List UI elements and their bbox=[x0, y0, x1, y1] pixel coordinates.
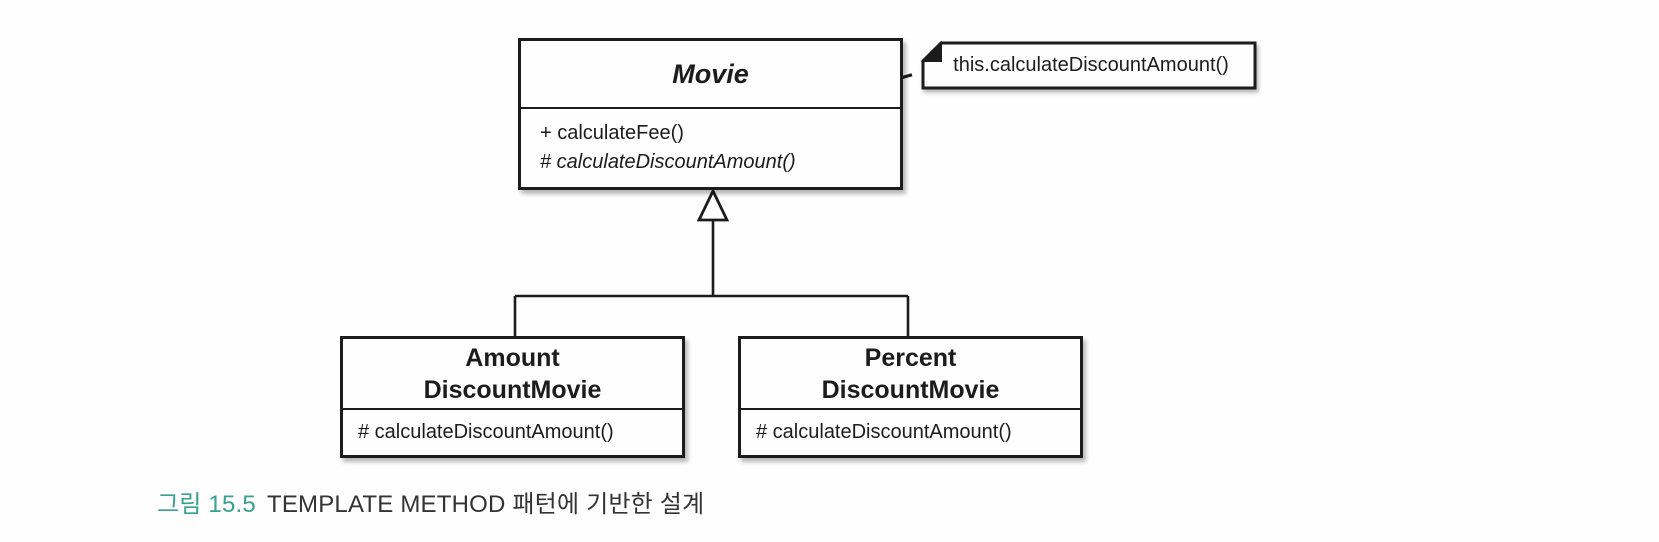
figure-caption: 그림 15.5 TEMPLATE METHOD 패턴에 기반한 설계 bbox=[157, 484, 704, 519]
percent-class-name: Percent DiscountMovie bbox=[741, 339, 1080, 410]
percent-class-name-line1: Percent bbox=[864, 343, 957, 372]
percent-class-method: # calculateDiscountAmount() bbox=[756, 421, 1012, 443]
movie-class-methods: + calculateFee() # calculateDiscountAmou… bbox=[521, 109, 900, 177]
generalization-triangle-icon bbox=[696, 187, 730, 222]
amount-class-name-line2: DiscountMovie bbox=[423, 375, 602, 404]
note-text: this.calculateDiscountAmount() bbox=[953, 53, 1229, 76]
inheritance-connector-lines bbox=[513, 220, 910, 336]
class-box-percent-discount-movie: Percent DiscountMovie # calculateDiscoun… bbox=[738, 336, 1083, 458]
movie-class-name: Movie bbox=[521, 41, 900, 109]
amount-class-name: Amount DiscountMovie bbox=[343, 339, 682, 410]
figure-caption-text: TEMPLATE METHOD 패턴에 기반한 설계 bbox=[266, 491, 705, 518]
class-box-movie: Movie + calculateFee() # calculateDiscou… bbox=[518, 38, 903, 190]
figure-number-label: 그림 15.5 bbox=[157, 491, 256, 518]
amount-class-name-line1: Amount bbox=[465, 343, 560, 372]
class-box-amount-discount-movie: Amount DiscountMovie # calculateDiscount… bbox=[340, 336, 685, 458]
percent-class-name-line2: DiscountMovie bbox=[821, 375, 1000, 404]
method-calculate-discount-amount-abstract: # calculateDiscountAmount() bbox=[540, 151, 796, 173]
amount-class-method: # calculateDiscountAmount() bbox=[358, 421, 614, 443]
method-calculate-fee: + calculateFee() bbox=[540, 122, 684, 144]
